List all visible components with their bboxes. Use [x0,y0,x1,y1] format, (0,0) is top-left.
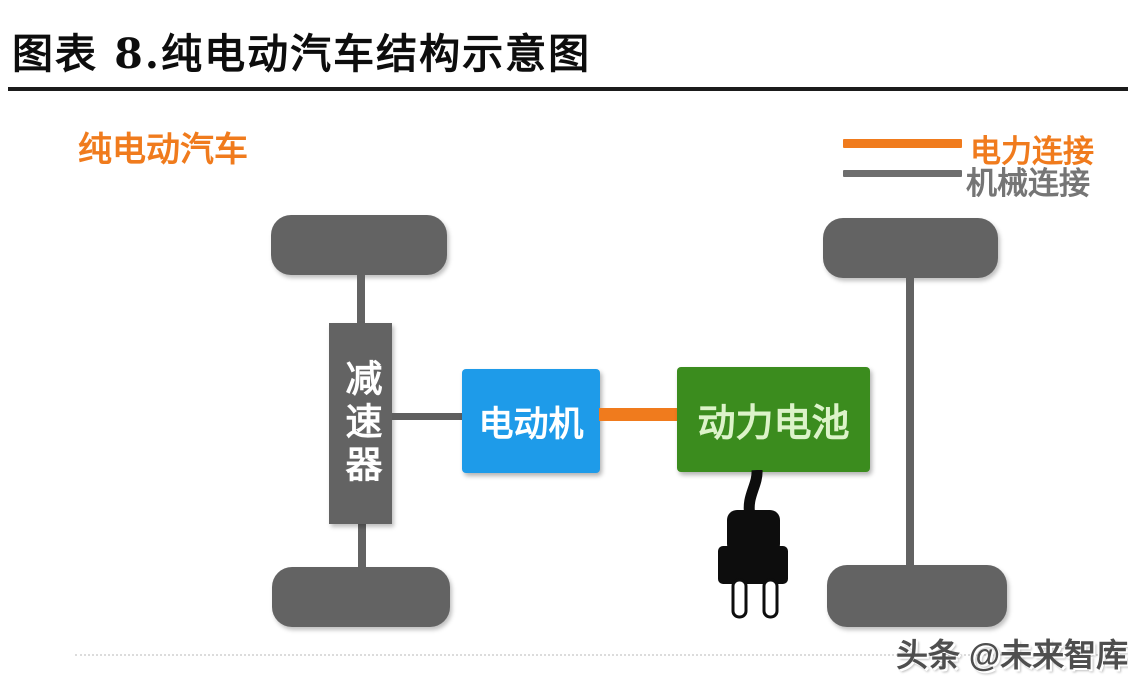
title-divider [8,87,1128,91]
watermark: 头条 @未来智库 [896,637,1128,673]
wheel-rear-right [827,565,1007,627]
charging-plug-icon [718,470,788,619]
mechanical-link-reducer-motor [392,413,462,420]
vehicle-type-label: 纯电动汽车 [78,131,248,169]
left-axle-lower-segment [358,522,366,571]
battery-label: 动力电池 [697,403,850,445]
motor-node: 电动机 [462,369,600,473]
bottom-divider [75,654,1110,656]
legend-power-label: 电力连接 [970,134,1094,169]
left-axle-upper-segment [357,270,365,326]
power-link-motor-battery [599,408,678,421]
wheel-front-right [823,218,998,278]
reducer-label: 减速器 [340,359,381,488]
wheel-front-left [271,215,447,275]
legend-power-line-icon [843,139,962,148]
reducer-node: 减速器 [329,323,392,524]
battery-node: 动力电池 [677,367,870,472]
legend-mechanical-label: 机械连接 [966,166,1090,201]
right-axle [906,274,914,569]
page-title: 图表 8.纯电动汽车结构示意图 [12,30,592,78]
wheel-rear-left [272,567,450,627]
motor-label: 电动机 [478,404,584,444]
legend-mechanical-line-icon [843,170,962,177]
